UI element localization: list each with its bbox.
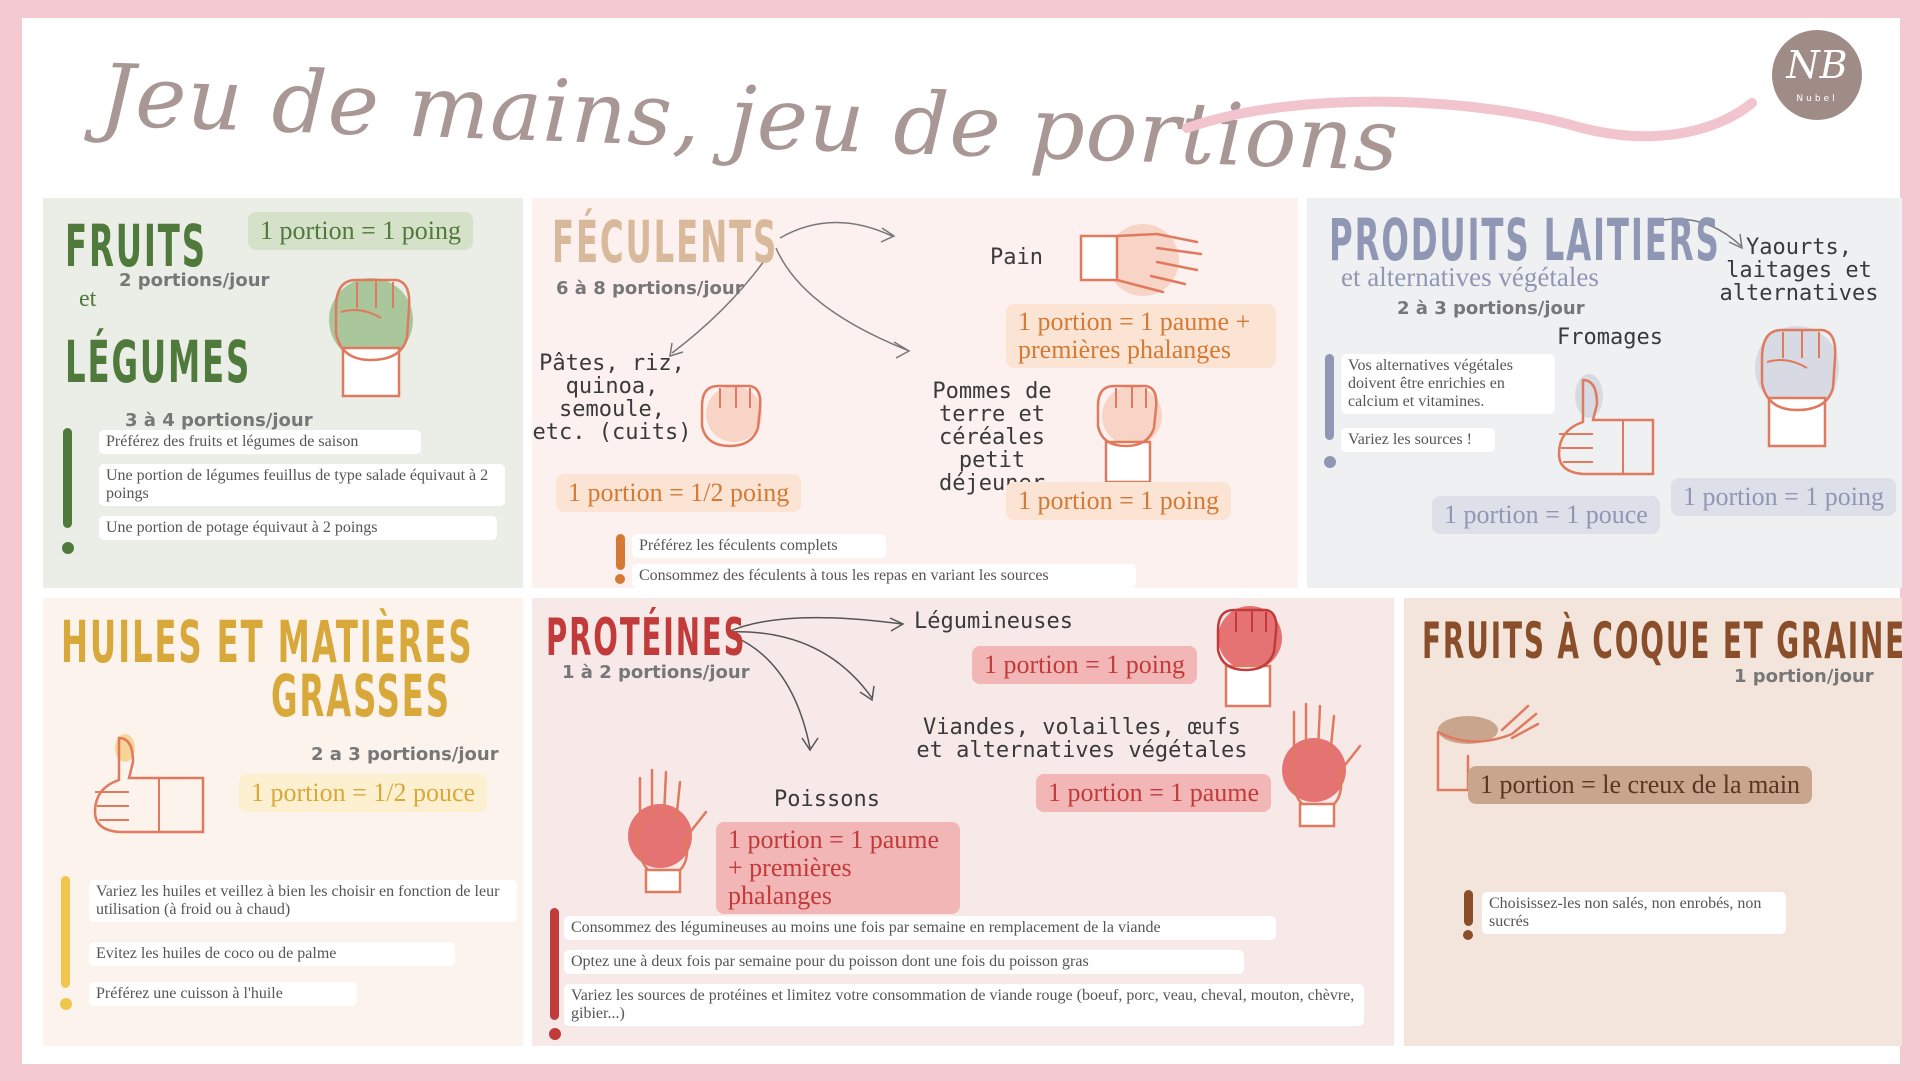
huiles-portions: 2 a 3 portions/jour	[311, 744, 499, 765]
logo-mark: NB	[1786, 43, 1848, 87]
exclamation-dot	[62, 542, 74, 554]
huiles-title-line1: HUILES ET MATIÈRES	[61, 608, 474, 676]
laitiers-note: Vos alternatives végétales doivent être …	[1341, 354, 1555, 414]
fruits-title: FRUITS	[65, 212, 207, 280]
pates-portion-badge: 1 portion = 1/2 poing	[556, 474, 802, 512]
exclamation-icon	[63, 428, 72, 528]
coque-note: Choisissez-les non salés, non enrobés, n…	[1482, 892, 1786, 934]
pain-portion-text: 1 portion = 1 paume + premières phalange…	[1018, 307, 1251, 364]
poissons-portion-badge: 1 portion = 1 paume + premières phalange…	[716, 822, 960, 914]
panel-produits-laitiers: PRODUITS LAITIERS et alternatives végéta…	[1307, 198, 1902, 588]
fruits-portions: 2 portions/jour	[119, 270, 270, 291]
panel-fruits-a-coque: FRUITS À COQUE ET GRAINES 1 portion/jour…	[1404, 598, 1902, 1046]
laitiers-portions: 2 à 3 portions/jour	[1397, 298, 1585, 319]
pommes-label: Pommes de terre et céréales petit déjeun…	[932, 379, 1052, 496]
exclamation-dot	[1324, 456, 1336, 468]
legumineuses-label: Légumineuses	[914, 609, 1073, 634]
poissons-label: Poissons	[774, 787, 880, 812]
huiles-portion-badge: 1 portion = 1/2 pouce	[239, 774, 488, 812]
legumes-title: LÉGUMES	[65, 328, 252, 396]
half-fist-icon	[700, 384, 762, 448]
laitiers-note: Variez les sources !	[1341, 428, 1495, 452]
exclamation-dot	[60, 998, 72, 1010]
panel-proteines: PROTÉINES 1 à 2 portions/jour Légumineus…	[532, 598, 1394, 1046]
palm-icon	[1282, 702, 1362, 828]
et-connector: et	[79, 286, 97, 312]
huiles-note: Evitez les huiles de coco ou de palme	[89, 942, 455, 966]
huiles-title-line2: GRASSES	[271, 662, 451, 730]
fruits-note: Une portion de légumes feuillus de type …	[99, 464, 505, 506]
pain-portion-badge: 1 portion = 1 paume + premières phalange…	[1006, 304, 1276, 368]
feculents-portions: 6 à 8 portions/jour	[556, 278, 744, 299]
exclamation-icon	[1325, 354, 1334, 440]
logo-brand: Nubel	[1796, 94, 1838, 104]
fruits-portion-badge: 1 portion = 1 poing	[248, 212, 473, 250]
legumineuses-portion-badge: 1 portion = 1 poing	[972, 646, 1197, 684]
coque-title: FRUITS À COQUE ET GRAINES	[1422, 612, 1902, 670]
proteines-note: Optez une à deux fois par semaine pour d…	[564, 950, 1244, 974]
viandes-portion-badge: 1 portion = 1 paume	[1036, 774, 1272, 812]
panel-fruits-legumes: FRUITS et 2 portions/jour LÉGUMES 3 à 4 …	[43, 198, 523, 588]
decorative-swoosh	[1182, 96, 1757, 142]
laitiers-subtitle: et alternatives végétales	[1341, 262, 1599, 292]
fruits-note: Une portion de potage équivaut à 2 poing…	[99, 516, 497, 540]
palm-icon	[1079, 224, 1203, 296]
panel-huiles: HUILES ET MATIÈRES GRASSES 2 a 3 portion…	[43, 598, 523, 1046]
exclamation-icon	[1464, 890, 1473, 926]
exclamation-dot	[615, 574, 625, 584]
exclamation-icon	[61, 876, 70, 988]
yaourts-label: Yaourts, laitages et alternatives	[1719, 235, 1879, 306]
pommes-portion-badge: 1 portion = 1 poing	[1006, 482, 1231, 520]
fromages-portion-badge: 1 portion = 1 pouce	[1432, 496, 1660, 534]
fist-icon	[1755, 326, 1839, 448]
pates-label: Pâtes, riz, quinoa, semoule, etc. (cuits…	[532, 351, 692, 445]
proteines-note: Variez les sources de protéines et limit…	[564, 984, 1364, 1026]
thumb-icon	[1557, 374, 1655, 476]
huiles-note: Préférez une cuisson à l'huile	[89, 982, 357, 1006]
panel-feculents: FÉCULENTS 6 à 8 portions/jour Pain 1 por…	[532, 198, 1298, 588]
exclamation-dot	[549, 1028, 561, 1040]
coque-portion-badge: 1 portion = le creux de la main	[1468, 766, 1813, 804]
fist-icon	[329, 278, 413, 398]
exclamation-icon	[550, 908, 559, 1020]
fromages-label: Fromages	[1557, 325, 1663, 350]
proteines-title: PROTÉINES	[546, 608, 747, 668]
huiles-note: Variez les huiles et veillez à bien les …	[89, 880, 517, 922]
viandes-label: Viandes, volailles, œufs et alternatives…	[916, 715, 1248, 763]
yaourts-portion-badge: 1 portion = 1 poing	[1671, 478, 1896, 516]
palm-icon	[628, 768, 708, 894]
exclamation-dot	[1463, 930, 1473, 940]
laitiers-title: PRODUITS LAITIERS	[1329, 206, 1721, 274]
infographic-page: Jeu de mains, jeu de portions NB Nubel F…	[22, 18, 1902, 1064]
feculents-note: Consommez des féculents à tous les repas…	[632, 564, 1136, 588]
fist-icon	[1216, 606, 1282, 708]
poissons-portion-text: 1 portion = 1 paume + premières phalange…	[728, 825, 940, 910]
feculents-note: Préférez les féculents complets	[632, 534, 886, 558]
feculents-title: FÉCULENTS	[552, 208, 779, 276]
proteines-note: Consommez des légumineuses au moins une …	[564, 916, 1276, 940]
coque-portions: 1 portion/jour	[1734, 666, 1874, 687]
half-thumb-icon	[93, 734, 205, 834]
fist-icon	[1096, 384, 1162, 484]
cupped-hand-icon	[1436, 704, 1540, 792]
fruits-note: Préférez des fruits et légumes de saison	[99, 430, 421, 454]
legumes-portions: 3 à 4 portions/jour	[125, 410, 313, 431]
proteines-portions: 1 à 2 portions/jour	[562, 662, 750, 683]
nubel-logo: NB Nubel	[1772, 30, 1862, 120]
exclamation-icon	[616, 534, 625, 570]
pain-label: Pain	[990, 245, 1043, 270]
